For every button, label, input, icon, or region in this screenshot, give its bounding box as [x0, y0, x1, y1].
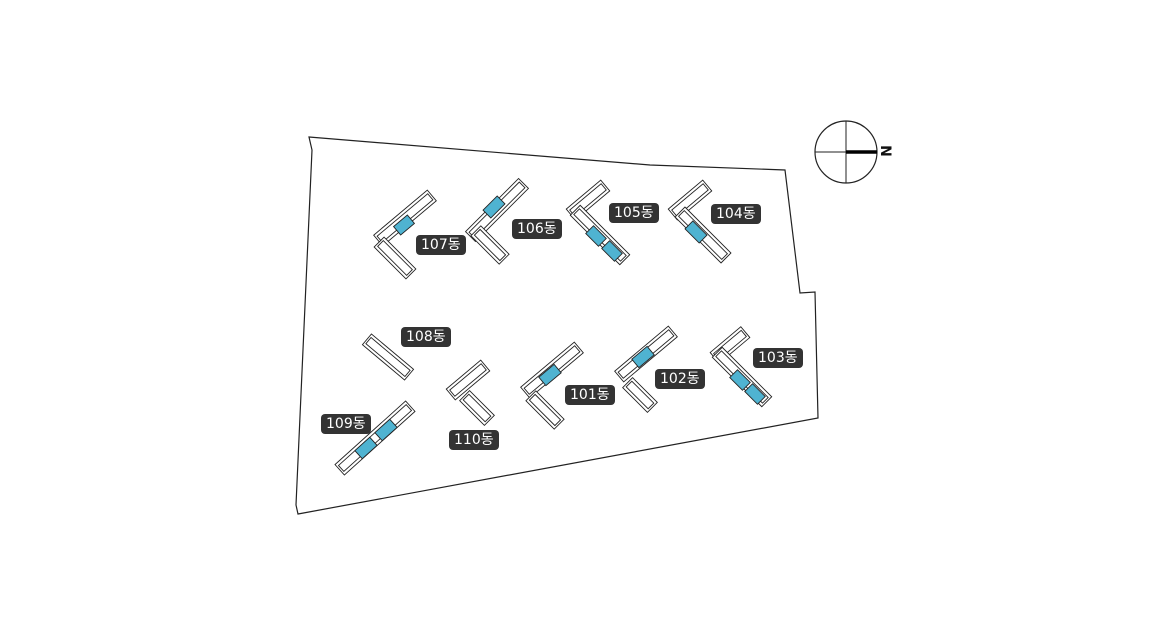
building-label-110[interactable]: 110동 — [449, 430, 499, 450]
building-wing — [525, 390, 565, 430]
highlighted-unit — [631, 345, 655, 369]
building-wing-inner — [625, 380, 655, 410]
building-wing — [373, 236, 417, 280]
building-wing — [470, 225, 510, 265]
building-103[interactable] — [709, 326, 773, 408]
building-label-102[interactable]: 102동 — [655, 369, 705, 389]
building-label-105[interactable]: 105동 — [609, 203, 659, 223]
building-wing-inner — [365, 336, 411, 378]
building-107[interactable] — [373, 189, 437, 280]
building-wing — [667, 179, 713, 221]
building-label-101[interactable]: 101동 — [565, 385, 615, 405]
building-105[interactable] — [565, 179, 631, 266]
highlighted-unit — [585, 225, 607, 247]
highlighted-unit — [374, 418, 398, 442]
building-wing-inner — [449, 363, 487, 397]
building-wing-inner — [462, 393, 492, 423]
highlighted-unit — [601, 240, 623, 262]
highlighted-unit — [392, 214, 416, 236]
building-wing-inner — [528, 393, 562, 427]
building-108[interactable] — [361, 333, 415, 381]
building-wing — [622, 377, 658, 413]
highlighted-unit — [729, 369, 751, 391]
building-102[interactable] — [614, 325, 678, 413]
north-label: N — [876, 145, 893, 157]
building-label-107[interactable]: 107동 — [416, 235, 466, 255]
building-label-104[interactable]: 104동 — [711, 204, 761, 224]
building-wing-inner — [377, 240, 413, 276]
building-wing — [459, 390, 495, 426]
building-wing-inner — [671, 183, 709, 217]
highlighted-unit — [684, 220, 708, 244]
building-101[interactable] — [520, 341, 584, 430]
building-label-106[interactable]: 106동 — [512, 219, 562, 239]
compass — [814, 120, 878, 184]
building-wing-inner — [473, 228, 507, 262]
building-wing — [361, 333, 415, 381]
building-104[interactable] — [667, 179, 732, 264]
highlighted-unit — [354, 436, 378, 460]
highlighted-unit — [538, 363, 562, 387]
building-label-108[interactable]: 108동 — [401, 327, 451, 347]
highlighted-unit — [482, 195, 506, 219]
building-106[interactable] — [464, 177, 530, 265]
building-110[interactable] — [445, 359, 495, 426]
highlighted-unit — [744, 383, 766, 405]
building-label-103[interactable]: 103동 — [753, 348, 803, 368]
building-109[interactable] — [334, 400, 416, 476]
building-wing — [445, 359, 491, 401]
building-wing — [334, 400, 416, 476]
site-boundary — [295, 136, 819, 515]
building-label-109[interactable]: 109동 — [321, 414, 371, 434]
building-wing-inner — [337, 403, 413, 473]
